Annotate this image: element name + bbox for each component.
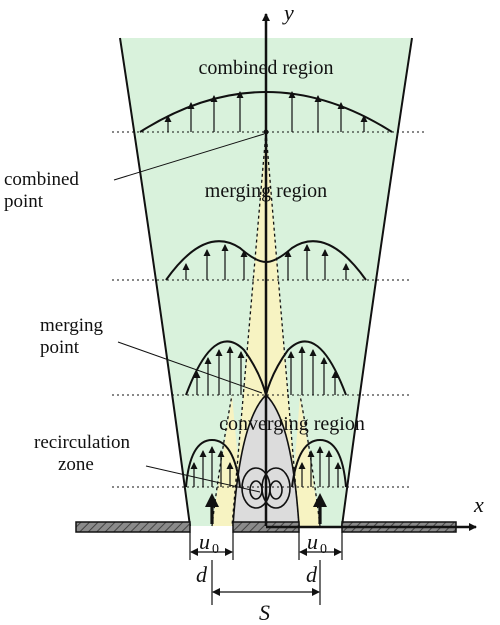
outer-boundary-left xyxy=(119,37,191,527)
u0-left-symbol: u xyxy=(199,529,210,554)
merging-point-leader xyxy=(117,341,263,394)
jet-exit-arrows xyxy=(210,506,322,524)
outer-boundary-right xyxy=(341,37,413,527)
combined-point-label-line1: combined xyxy=(4,169,79,190)
combined-point-label-line2: point xyxy=(4,191,44,212)
merging-region-label: merging region xyxy=(205,180,327,202)
profile-near-nozzle-right xyxy=(291,438,347,488)
profile-merging-point-arrows xyxy=(193,346,339,395)
converging-wedge-right xyxy=(290,395,320,526)
profile-merging-point-left xyxy=(185,340,267,396)
jet-exit-arrowhead-right xyxy=(313,493,327,507)
x-axis-label: x xyxy=(473,492,484,517)
profile-combined-arrows xyxy=(164,91,368,132)
recirculation-zone-leader xyxy=(145,465,261,493)
merging-point-label-line1: merging xyxy=(40,315,103,336)
u0-right-subscript: 0 xyxy=(320,542,327,557)
combined-region-label: combined region xyxy=(199,57,334,79)
profile-near-nozzle-arrows xyxy=(190,446,342,487)
merging-point-label-line2: point xyxy=(40,337,80,358)
converging-region-label: converging region xyxy=(219,413,365,435)
profile-near-nozzle-left xyxy=(185,438,241,488)
combined-point-leader xyxy=(113,133,265,181)
u0-left-subscript: 0 xyxy=(212,542,219,557)
recirculation-zone-label-line1: recirculation xyxy=(34,432,131,453)
recirculation-zone-label-line2: zone xyxy=(58,454,94,475)
s-label: S xyxy=(259,600,270,625)
profile-merging-arrows xyxy=(182,244,350,280)
jet-exit-arrowhead-left xyxy=(205,493,219,507)
d-left-label: d xyxy=(196,562,208,587)
combined-point-marker xyxy=(263,129,269,135)
profile-merging-point-right xyxy=(265,340,347,396)
wall-left xyxy=(75,521,191,533)
d-right-label: d xyxy=(306,562,318,587)
u0-right-symbol: u xyxy=(307,529,318,554)
y-axis-label: y xyxy=(282,0,294,25)
